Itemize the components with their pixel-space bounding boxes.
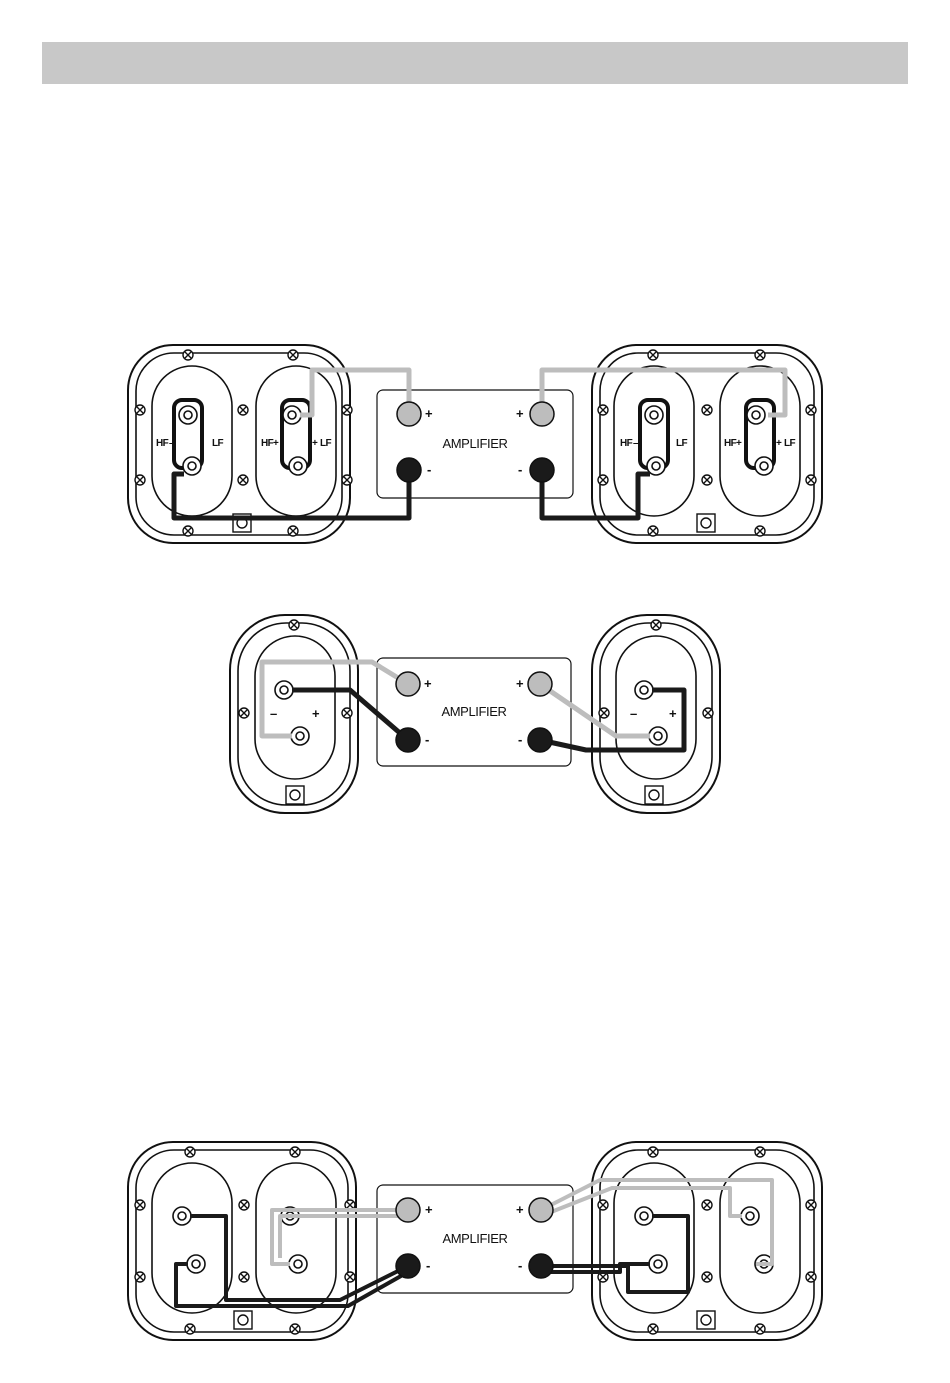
diagram-middle: – + – + AMPLIFIER + + - - — [0, 610, 950, 820]
speaker-minus-label: – — [630, 706, 637, 721]
terminal-label: LF — [784, 438, 796, 449]
amp-plus-left: + — [425, 406, 433, 421]
diagram-bottom: AMPLIFIER + + - - — [0, 1135, 950, 1355]
amp-minus-left: - — [426, 1258, 430, 1273]
terminal-label: + — [776, 438, 782, 449]
diagram-top: HF – LF HF + + LF HF – LF HF + + LF AMPL… — [0, 340, 950, 550]
amp-minus-right: - — [518, 732, 522, 747]
terminal-label: + — [312, 438, 318, 449]
amplifier-label: AMPLIFIER — [442, 436, 507, 451]
amp-plus-right: + — [516, 676, 524, 691]
terminal-label: HF — [724, 438, 737, 449]
terminal-label: LF — [676, 438, 688, 449]
terminal-label: HF — [156, 438, 169, 449]
terminal-label: LF — [320, 438, 332, 449]
amp-minus-right: - — [518, 1258, 522, 1273]
amp-plus-left: + — [425, 1202, 433, 1217]
terminal-label: + — [273, 438, 279, 449]
amp-plus-right: + — [516, 406, 524, 421]
terminal-label: HF — [620, 438, 633, 449]
header-bar — [42, 42, 908, 84]
amp-minus-right: - — [518, 462, 522, 477]
speaker-plus-label: + — [669, 706, 677, 721]
speaker-right — [592, 615, 720, 813]
speaker-plus-label: + — [312, 706, 320, 721]
terminal-label: HF — [261, 438, 274, 449]
amp-minus-left: - — [427, 462, 431, 477]
amplifier-label: AMPLIFIER — [441, 704, 506, 719]
terminal-label: + — [736, 438, 742, 449]
amp-minus-left: - — [425, 732, 429, 747]
amp-plus-left: + — [424, 676, 432, 691]
speaker-minus-label: – — [270, 706, 277, 721]
amplifier-label: AMPLIFIER — [442, 1231, 507, 1246]
amp-plus-right: + — [516, 1202, 524, 1217]
terminal-label: LF — [212, 438, 224, 449]
